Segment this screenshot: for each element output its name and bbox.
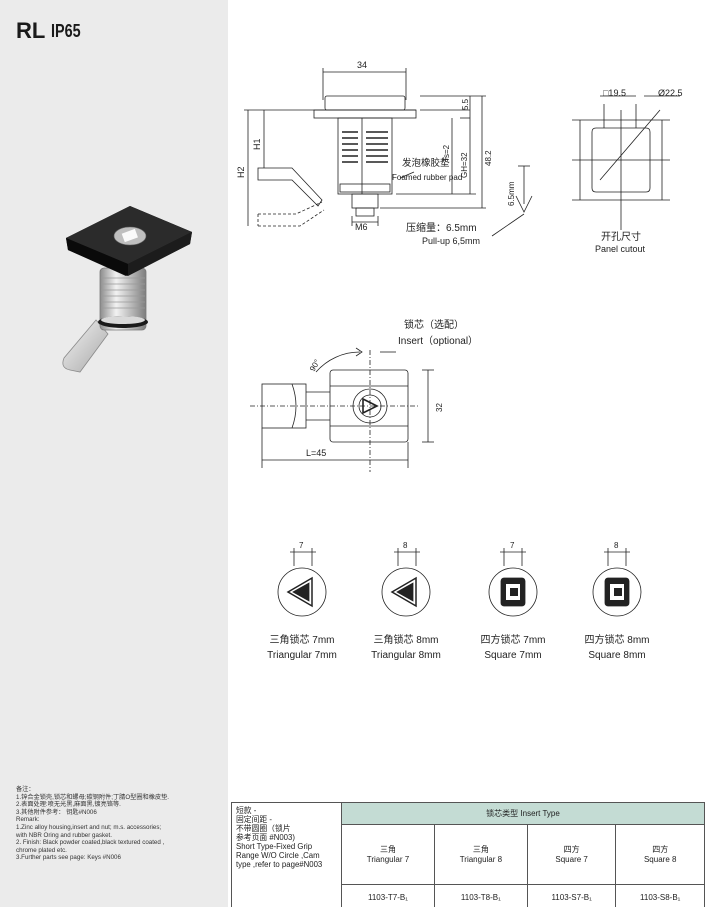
insert-label-cn: 锁芯（选配） <box>404 318 464 331</box>
table-left-line: 参考页面 #N003) <box>236 833 295 842</box>
insert-height: 32 <box>435 403 444 412</box>
pullup-label-cn: 压缩量：6.5mm <box>406 221 477 234</box>
insert-name-en: Square 7mm <box>484 650 541 661</box>
table-cell-code: 1103-S7-B₁ <box>526 884 617 907</box>
technical-drawings: 34 5.5 H1 H2 Ts=2 GH=32 48.2 6.5mm M6 发泡… <box>236 60 683 661</box>
cutout-square-dim: □19.5 <box>603 88 626 98</box>
remark-line: 1.Zinc alloy housing,insert and nut; m.s… <box>16 823 162 831</box>
dim-width-34: 34 <box>357 60 367 70</box>
dim-gh: GH=32 <box>460 152 469 178</box>
insert-name-cn: 三角锁芯 8mm <box>374 633 439 646</box>
dim-5-5: 5.5 <box>461 98 470 110</box>
cutout-label-en: Panel cutout <box>595 244 646 254</box>
drawing-area <box>228 0 706 907</box>
remark-line: 3.其他附件参考： 钥匙#N006 <box>16 808 97 816</box>
table-left-description: 短款 - 固定间距 - 不带圆圈（锁片 参考页面 #N003) Short Ty… <box>231 802 342 907</box>
insert-length: L=45 <box>306 448 326 458</box>
ip-rating-badge: IP65 <box>51 21 81 41</box>
remark-line: with NBR Oring and rubber gasket. <box>16 831 112 839</box>
remark-line: 备注： <box>16 786 35 793</box>
table-left-line: type ,refer to page#N003 <box>236 860 323 869</box>
sidebar-panel: RL IP65 <box>0 0 228 907</box>
series-badge: RL <box>16 18 46 43</box>
dim-48-2: 48.2 <box>484 150 493 166</box>
dim-ts: Ts=2 <box>442 144 451 162</box>
remark-line: 2. Finish: Black powder coated,black tex… <box>16 839 165 847</box>
table-header: 锁芯类型 Insert Type <box>341 802 705 825</box>
insert-name-en: Triangular 7mm <box>267 650 337 661</box>
dim-h2: H2 <box>236 166 246 178</box>
insert-name-cn: 三角锁芯 7mm <box>270 633 335 646</box>
remark-line: chrome plated etc. <box>16 846 67 854</box>
insert-dim-label: 8 <box>403 541 408 550</box>
insert-angle: 90° <box>308 358 322 373</box>
table-left-line: Range W/O Circle ,Cam <box>236 851 320 860</box>
table-left-line: 短款 - <box>236 806 257 815</box>
cutout-diameter-dim: Ø22.5 <box>658 88 683 98</box>
remarks-block: 备注： 1.锌合金锁壳,锁芯和螺母;碳钢附件;丁腈O型圈和橡皮垫. 2.表面处理… <box>16 786 226 862</box>
table-cell-code: 1103-T7-B₁ <box>341 884 435 907</box>
table-left-line: 固定间距 - <box>236 815 272 824</box>
product-photo <box>62 206 192 373</box>
table-cell-code: 1103-S8-B₁ <box>615 884 705 907</box>
insert-dim-label: 7 <box>510 541 515 550</box>
gasket-label-cn: 发泡橡胶垫 <box>402 157 450 169</box>
insert-icon-square-8 <box>592 548 642 617</box>
remark-line: 2.表面处理:喷无光黑,麻面黑,镀亮铬等. <box>16 801 121 809</box>
table-cell-code: 1103-T8-B₁ <box>433 884 528 907</box>
dim-pull-6-5: 6.5mm <box>507 181 516 206</box>
insert-label-en: Insert（optional） <box>398 335 478 347</box>
insert-dim-label: 7 <box>299 541 304 550</box>
insert-name-en: Square 8mm <box>588 650 645 661</box>
insert-icon-triangle-7 <box>277 548 327 617</box>
insert-name-en: Triangular 8mm <box>371 650 441 661</box>
table-left-line: 不带圆圈（锁片 <box>236 824 291 833</box>
cutout-label-cn: 开孔尺寸 <box>601 230 641 243</box>
remark-line: 1.锌合金锁壳,锁芯和螺母;碳钢附件;丁腈O型圈和橡皮垫. <box>16 793 169 801</box>
remark-line: 3.Further parts see page: Keys #N006 <box>16 854 121 862</box>
insert-name-cn: 四方锁芯 8mm <box>585 633 650 646</box>
dim-m6: M6 <box>355 222 368 232</box>
insert-icon-triangle-8 <box>381 548 431 617</box>
table-left-line: Short Type-Fixed Grip <box>236 842 313 851</box>
spec-table: 短款 - 固定间距 - 不带圆圈（锁片 参考页面 #N003) Short Ty… <box>231 802 705 907</box>
remark-line: Remark: <box>16 816 40 824</box>
insert-icon-square-7 <box>488 548 538 617</box>
dim-h1: H1 <box>252 138 262 150</box>
insert-dim-label: 8 <box>614 541 619 550</box>
insert-name-cn: 四方锁芯 7mm <box>481 633 546 646</box>
gasket-label-en: Foamed rubber pad <box>392 173 462 182</box>
series-badges: RL IP65 <box>16 18 88 44</box>
pullup-label-en: Pull-up 6,5mm <box>422 236 480 246</box>
